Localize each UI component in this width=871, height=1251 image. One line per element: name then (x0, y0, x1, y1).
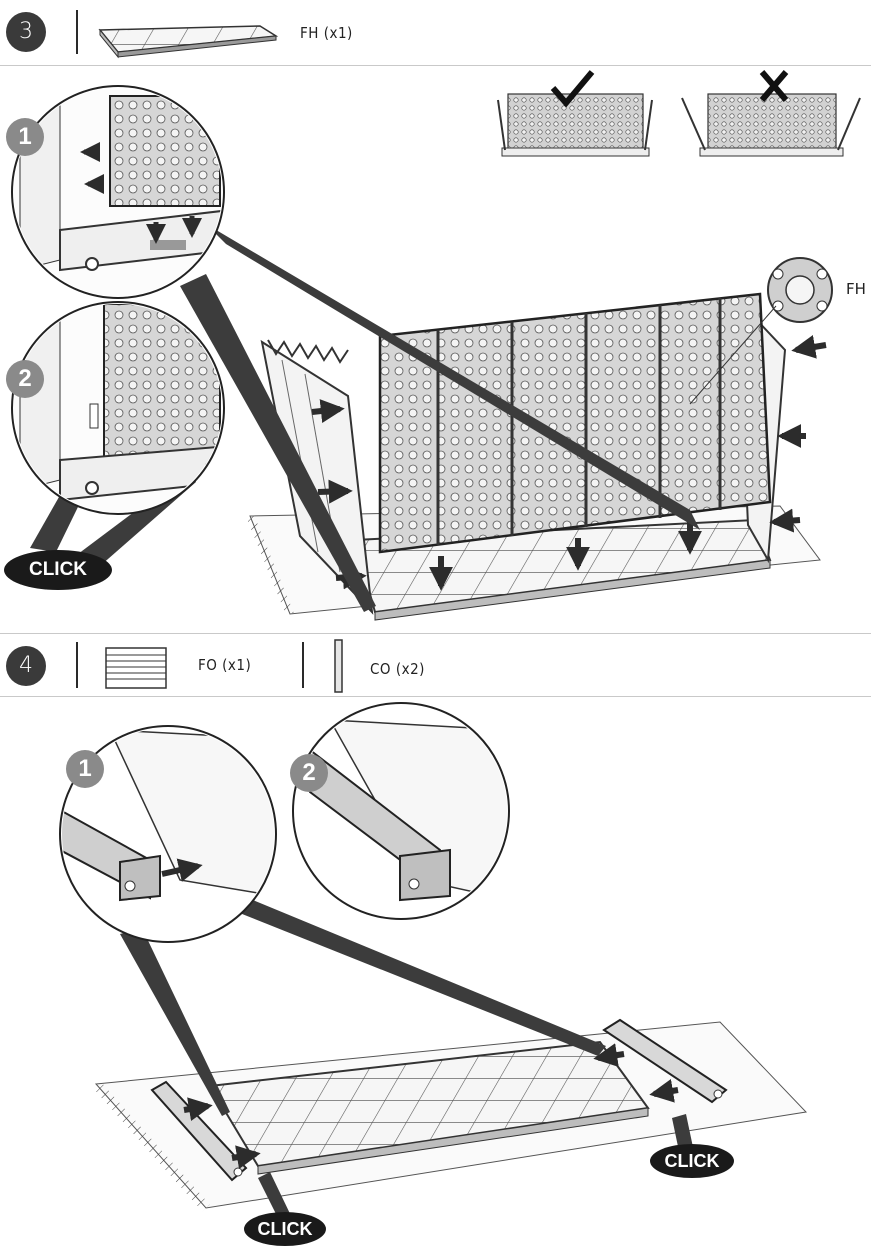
header-divider (302, 642, 304, 688)
step3-inset-number-1: 1 (6, 118, 44, 156)
section-divider (0, 696, 871, 697)
step3-inset-2 (11, 301, 225, 515)
fh-callout-label: FH (846, 280, 866, 298)
step3-back-panel-fh (378, 292, 772, 554)
step4-click-badge-right: CLICK (650, 1144, 734, 1178)
header-divider (76, 10, 78, 54)
step4-inset-number-1: 1 (66, 750, 104, 788)
checkmark-icon (550, 70, 595, 108)
header-divider (76, 642, 78, 688)
cross-icon (759, 70, 789, 102)
step4-click-badge-left: CLICK (244, 1212, 326, 1246)
step-3-badge: 3 (6, 12, 46, 52)
co-part-thumbnail (334, 639, 343, 693)
co-part-label: CO (x2) (370, 660, 425, 678)
step4-push-arrows (183, 1043, 679, 1169)
step4-inset-1 (59, 725, 277, 943)
fh-part-label: FH (x1) (300, 24, 353, 42)
step3-inset-number-2: 2 (6, 360, 44, 398)
step4-inset-number-2: 2 (290, 754, 328, 792)
step3-click-badge: CLICK (4, 550, 112, 590)
fo-part-label: FO (x1) (198, 656, 252, 674)
fh-part-thumbnail (98, 25, 279, 59)
step-4-badge: 4 (6, 646, 46, 686)
step4-inset-2 (292, 702, 510, 920)
section-divider (0, 65, 871, 66)
correct-orientation-diagram (497, 93, 653, 157)
fo-part-thumbnail (105, 647, 167, 689)
step3-inset-1 (11, 85, 225, 299)
fh-label-magnifier (689, 257, 833, 405)
step4-right-rail (602, 1018, 728, 1104)
step4-base-grid (208, 1040, 650, 1175)
section-divider (0, 633, 871, 634)
incorrect-orientation-diagram (681, 93, 861, 157)
